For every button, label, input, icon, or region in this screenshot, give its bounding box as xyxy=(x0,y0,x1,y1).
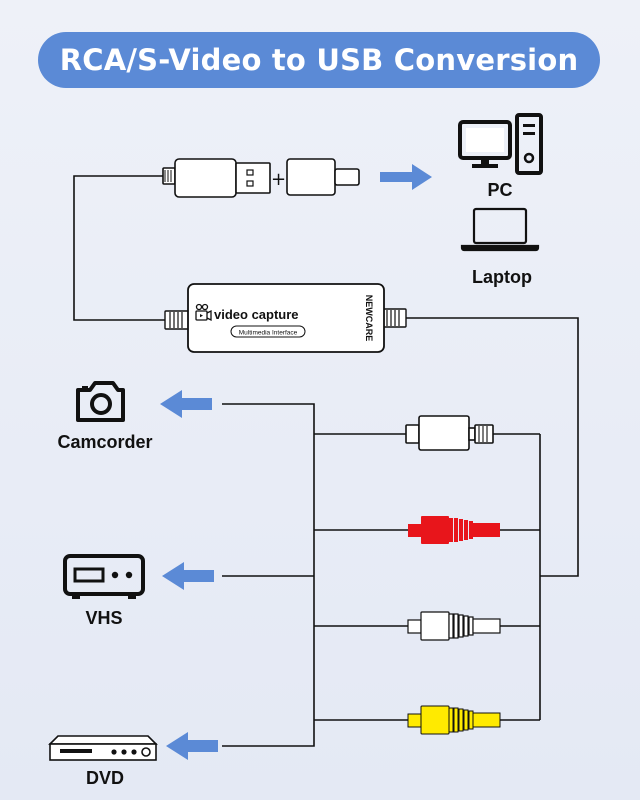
rca-plug-icon xyxy=(407,705,501,735)
laptop-icon xyxy=(460,207,540,252)
usb-a-plug-icon xyxy=(162,158,271,198)
av-cable xyxy=(404,317,579,577)
arrow-to-camcorder xyxy=(160,390,212,418)
pc-label: PC xyxy=(487,180,512,200)
s-video-plug-icon xyxy=(405,415,494,451)
rca-plug-icon xyxy=(408,516,500,544)
vhs-player-icon xyxy=(63,554,145,599)
dvd-player-icon xyxy=(48,735,158,761)
arrow-to-dvd xyxy=(166,732,218,760)
arrow-to-vhs xyxy=(162,562,214,590)
device-brand: NEWCARE xyxy=(364,295,374,342)
usb-c-adapter-icon xyxy=(286,158,360,196)
arrow-to-pc xyxy=(380,164,432,190)
pc-icon xyxy=(458,113,543,175)
device-subtitle: Multimedia Interface xyxy=(239,330,298,337)
device-name: video capture xyxy=(214,307,299,322)
camera-icon xyxy=(76,381,125,422)
plus-sign: + xyxy=(271,169,286,190)
wires xyxy=(73,175,579,747)
page-title: RCA/S-Video to USB Conversion xyxy=(38,32,600,88)
rca-plug-icon xyxy=(407,611,501,641)
dvd-label: DVD xyxy=(86,768,124,788)
camcorder-label: Camcorder xyxy=(57,432,152,452)
camera-logo-icon xyxy=(195,303,212,322)
usb-cable xyxy=(73,175,165,321)
laptop-label: Laptop xyxy=(472,267,532,287)
vhs-label: VHS xyxy=(85,608,122,628)
capture-device: video capture Multimedia Interface NEWCA… xyxy=(164,283,407,353)
